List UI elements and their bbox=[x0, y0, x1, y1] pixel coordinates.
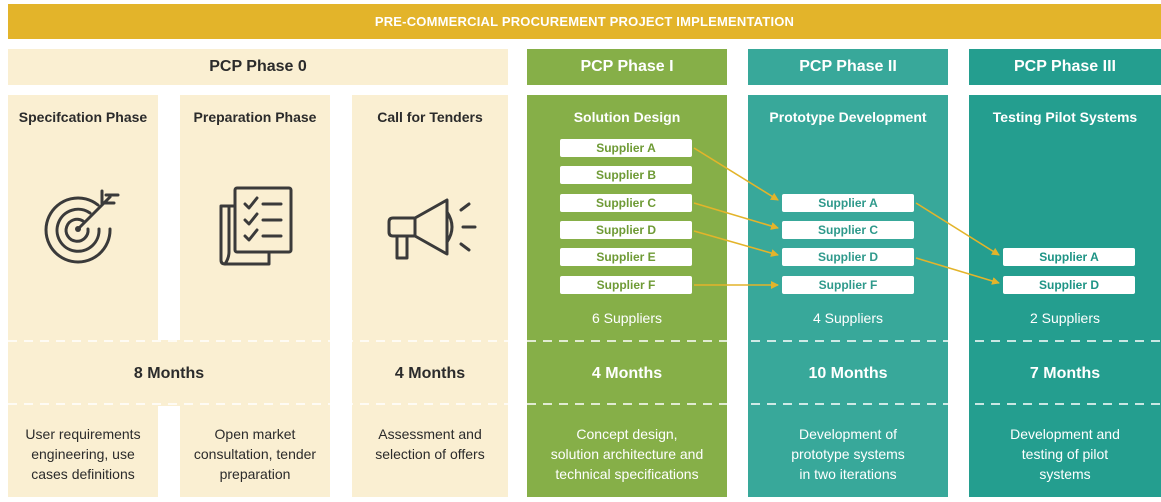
checklist-icon bbox=[219, 186, 293, 266]
prototype-title: Prototype Development bbox=[769, 109, 927, 125]
phase-header-1: PCP Phase I bbox=[527, 49, 727, 85]
prototype-desc-line: Development of bbox=[798, 426, 898, 442]
band-8-months bbox=[8, 340, 330, 406]
supplier-2d: Supplier D bbox=[782, 248, 914, 266]
call-desc-line: selection of offers bbox=[375, 446, 485, 462]
column-specification bbox=[8, 95, 158, 497]
prep-description: Open market consultation, tender prepara… bbox=[180, 424, 330, 486]
main-banner: PRE-COMMERCIAL PROCUREMENT PROJECT IMPLE… bbox=[8, 4, 1161, 39]
supplier-2a: Supplier A bbox=[782, 194, 914, 212]
testing-desc-line: Development and bbox=[1010, 426, 1120, 442]
prep-desc-line: Open market bbox=[214, 426, 296, 442]
spec-description: User requirements engineering, use cases… bbox=[8, 424, 158, 486]
supplier-1a: Supplier A bbox=[560, 139, 692, 157]
duration-prototype: 10 Months bbox=[808, 365, 888, 382]
supplier-2f: Supplier F bbox=[782, 276, 914, 294]
solution-supplier-count: 6 Suppliers bbox=[591, 310, 663, 326]
solution-desc-line: solution architecture and bbox=[550, 446, 704, 462]
megaphone-icon bbox=[387, 198, 477, 260]
column-call bbox=[352, 95, 508, 497]
prep-desc-line: preparation bbox=[219, 466, 291, 482]
testing-desc-line: systems bbox=[1039, 466, 1091, 482]
spec-title: Specifcation Phase bbox=[18, 109, 148, 125]
phase-header-0: PCP Phase 0 bbox=[8, 49, 508, 85]
prototype-desc-line: prototype systems bbox=[791, 446, 905, 462]
prototype-desc-line: in two iterations bbox=[799, 466, 897, 482]
column-preparation bbox=[180, 95, 330, 497]
call-description: Assessment and selection of offers bbox=[352, 424, 508, 486]
solution-title: Solution Design bbox=[573, 109, 681, 125]
testing-desc-line: testing of pilot bbox=[1021, 446, 1109, 462]
supplier-3a: Supplier A bbox=[1003, 248, 1135, 266]
supplier-1e: Supplier E bbox=[560, 248, 692, 266]
call-desc-line: Assessment and bbox=[378, 426, 482, 442]
solution-desc-line: Concept design, bbox=[576, 426, 678, 442]
spec-desc-line: engineering, use bbox=[31, 446, 135, 462]
supplier-1d: Supplier D bbox=[560, 221, 692, 239]
phase-header-2: PCP Phase II bbox=[748, 49, 948, 85]
prototype-supplier-count: 4 Suppliers bbox=[812, 310, 884, 326]
spec-desc-line: User requirements bbox=[25, 426, 141, 442]
duration-call: 4 Months bbox=[394, 365, 466, 382]
duration-solution: 4 Months bbox=[591, 365, 663, 382]
supplier-3d: Supplier D bbox=[1003, 276, 1135, 294]
column-prototype bbox=[748, 95, 948, 497]
phase-header-3: PCP Phase III bbox=[969, 49, 1161, 85]
testing-description: Development and testing of pilot systems bbox=[969, 424, 1161, 486]
solution-desc-line: technical specifications bbox=[555, 466, 699, 482]
testing-title: Testing Pilot Systems bbox=[992, 109, 1138, 125]
prep-desc-line: consultation, tender bbox=[193, 446, 317, 462]
duration-testing: 7 Months bbox=[1029, 365, 1101, 382]
supplier-1b: Supplier B bbox=[560, 166, 692, 184]
testing-supplier-count: 2 Suppliers bbox=[1029, 310, 1101, 326]
prototype-description: Development of prototype systems in two … bbox=[748, 424, 948, 486]
supplier-1f: Supplier F bbox=[560, 276, 692, 294]
column-testing bbox=[969, 95, 1161, 497]
target-icon bbox=[44, 189, 120, 264]
prep-title: Preparation Phase bbox=[193, 109, 317, 125]
supplier-2c: Supplier C bbox=[782, 221, 914, 239]
call-title: Call for Tenders bbox=[377, 109, 483, 125]
solution-description: Concept design, solution architecture an… bbox=[527, 424, 727, 486]
spec-desc-line: cases definitions bbox=[31, 466, 135, 482]
supplier-1c: Supplier C bbox=[560, 194, 692, 212]
duration-spec-prep: 8 Months bbox=[133, 365, 205, 382]
